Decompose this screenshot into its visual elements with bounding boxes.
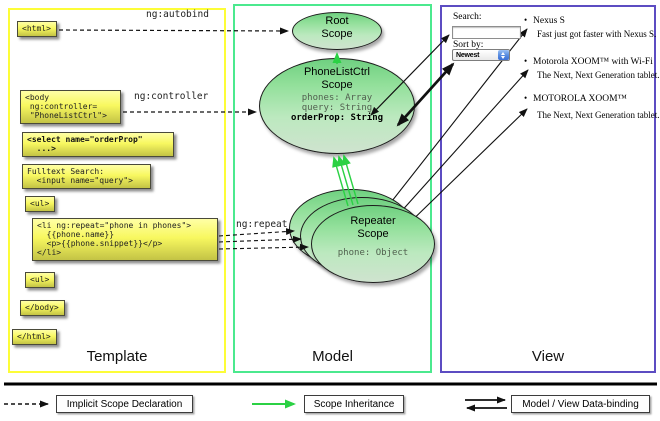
phone-item-desc: The Next, Next Generation tablet. (537, 110, 660, 120)
sort-by-selected-value: Newest (456, 51, 480, 59)
legend-scope-inheritance: Scope Inheritance (304, 395, 404, 413)
repeater-scope-title: Repeater Scope (350, 215, 396, 240)
sort-by-dropdown[interactable]: Newest (452, 49, 510, 61)
template-panel-label: Template (86, 348, 148, 365)
root-scope-ellipse (292, 12, 382, 50)
phone-item-title: •Nexus S (524, 15, 565, 26)
phone-item-title: •MOTOROLA XOOM™ (524, 93, 627, 104)
phonelistctrl-scope-orderprop: orderProp: String (290, 113, 384, 123)
template-panel: Template (8, 8, 226, 373)
search-input[interactable] (452, 26, 521, 39)
phonelistctrl-scope-title: PhoneListCtrl Scope (303, 66, 371, 91)
label-ng-controller: ng:controller (134, 91, 209, 102)
code-ul-open: <ul> (25, 196, 56, 212)
code-html-open: <html> (17, 21, 57, 37)
code-fulltext-search: Fulltext Search: <input name="query"> (22, 164, 151, 189)
bullet-icon: • (524, 93, 528, 103)
dropdown-stepper-icon (497, 50, 509, 60)
label-ng-repeat: ng:repeat (236, 219, 288, 230)
legend-implicit-scope-declaration: Implicit Scope Declaration (56, 395, 193, 413)
code-body-close: </body> (20, 300, 65, 316)
search-label: Search: (453, 12, 482, 22)
code-html-close: </html> (12, 329, 57, 345)
phone-item-desc: Fast just got faster with Nexus S. (537, 29, 657, 39)
phone-item-desc: The Next, Next Generation tablet. (537, 70, 660, 80)
legend-model-view-data-binding: Model / View Data-binding (511, 395, 650, 413)
view-panel-label: View (531, 348, 565, 365)
phonelistctrl-scope-props: phones: Array query: String (301, 93, 373, 113)
root-scope-title: Root Scope (321, 15, 353, 40)
repeater-scope-prop: phone: Object (337, 248, 409, 258)
code-body-open: <body ng:controller= "PhoneListCtrl"> (20, 90, 121, 124)
code-li-repeat: <li ng:repeat="phone in phones"> {{phone… (32, 218, 218, 261)
bullet-icon: • (524, 15, 528, 25)
bullet-icon: • (524, 56, 528, 66)
code-ul-close: <ul> (25, 272, 56, 288)
model-panel-label: Model (312, 348, 353, 365)
code-select: <select name="orderProp" ...> (22, 132, 174, 157)
label-ng-autobind: ng:autobind (146, 9, 209, 20)
phone-item-title: •Motorola XOOM™ with Wi-Fi (524, 56, 653, 67)
